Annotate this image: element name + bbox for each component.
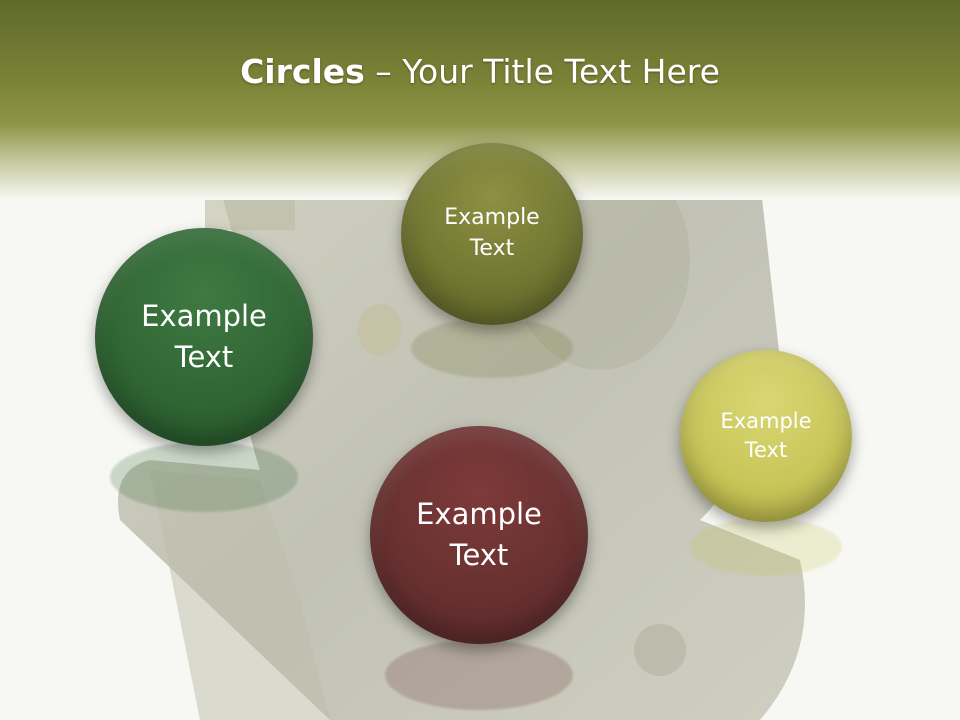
circle-yellow[interactable]: Example Text bbox=[680, 350, 852, 522]
circle-olive[interactable]: Example Text bbox=[401, 143, 583, 325]
circle-reflection bbox=[411, 318, 573, 378]
circle-reflection bbox=[690, 518, 842, 576]
circle-red[interactable]: Example Text bbox=[370, 426, 588, 644]
title-bold: Circles bbox=[240, 52, 365, 91]
circle-reflection bbox=[385, 640, 573, 710]
circle-green-text: Example Text bbox=[141, 299, 267, 374]
circle-green[interactable]: Example Text bbox=[95, 228, 313, 446]
circle-reflection bbox=[110, 442, 298, 512]
circle-olive-text: Example Text bbox=[444, 205, 540, 261]
title-rest: – Your Title Text Here bbox=[364, 52, 720, 91]
circle-red-text: Example Text bbox=[416, 497, 542, 572]
slide-title[interactable]: Circles – Your Title Text Here bbox=[0, 52, 960, 91]
circle-yellow-text: Example Text bbox=[720, 408, 812, 462]
